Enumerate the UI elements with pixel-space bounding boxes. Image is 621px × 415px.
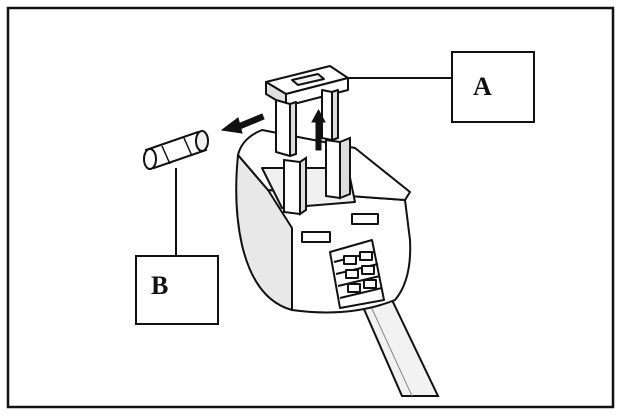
callout-a-box	[451, 51, 535, 123]
callout-b-box	[135, 255, 219, 325]
plug-pins	[283, 136, 351, 216]
callout-a-label: A	[473, 72, 492, 101]
fuse-cover	[265, 65, 349, 157]
callout-b-label: B	[151, 271, 168, 300]
callout-a: A	[451, 51, 535, 123]
callout-b: B	[135, 255, 219, 325]
fuse	[143, 130, 209, 170]
fuse-removal-arrow	[220, 113, 265, 134]
cover-lift-arrow	[311, 108, 326, 151]
